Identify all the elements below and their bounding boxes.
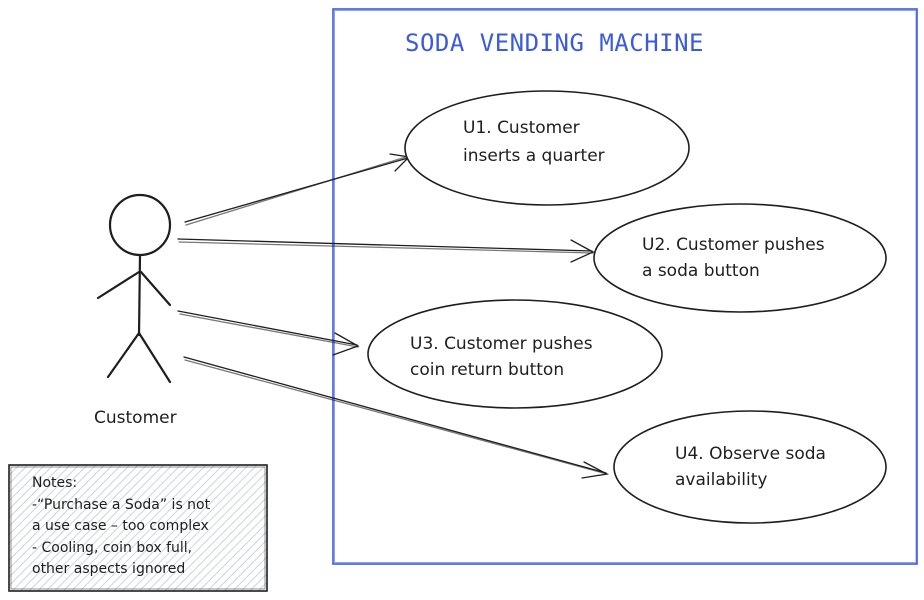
actor-head xyxy=(108,193,172,257)
use-case-text: U3. Customer pushes coin return button xyxy=(410,334,598,380)
actor-leg-right xyxy=(137,331,172,384)
association-u2 xyxy=(177,238,595,263)
use-case-ellipse xyxy=(593,203,887,313)
use-case-text: U4. Observe soda availability xyxy=(675,444,831,490)
use-case-u4: U4. Observe soda availability xyxy=(613,410,887,524)
actor-arm-right xyxy=(139,270,172,307)
system-boundary-rect-sketch xyxy=(334,10,917,563)
actor-body xyxy=(137,253,142,337)
association-u1 xyxy=(184,153,411,226)
actor-arm-left xyxy=(96,270,141,300)
use-case-text: U2. Customer pushes a soda button xyxy=(642,235,830,281)
use-case-text: U1. Customer inserts a quarter xyxy=(463,118,605,166)
use-case-u2: U2. Customer pushes a soda button xyxy=(593,203,887,313)
use-case-u1: U1. Customer inserts a quarter xyxy=(404,90,690,206)
notes-background xyxy=(8,464,268,592)
system-boundary: SODA VENDING MACHINE xyxy=(332,8,918,565)
association-u3 xyxy=(177,310,360,356)
use-case-ellipse xyxy=(404,90,690,206)
associations xyxy=(177,153,610,479)
actor-leg-left xyxy=(106,331,141,379)
actor-customer xyxy=(96,193,172,384)
system-title: SODA VENDING MACHINE xyxy=(405,29,704,57)
use-case-ellipse xyxy=(367,299,663,409)
association-u4 xyxy=(183,356,610,479)
use-case-ellipse xyxy=(613,410,887,524)
notes-text: Notes: -“Purchase a Soda” is not a use c… xyxy=(32,475,215,577)
use-case-u3: U3. Customer pushes coin return button xyxy=(367,299,663,409)
notes-inner-border xyxy=(10,466,266,590)
actor-label: Customer xyxy=(94,408,177,428)
system-boundary-rect xyxy=(332,8,918,565)
notes-box: Notes: -“Purchase a Soda” is not a use c… xyxy=(8,464,268,592)
